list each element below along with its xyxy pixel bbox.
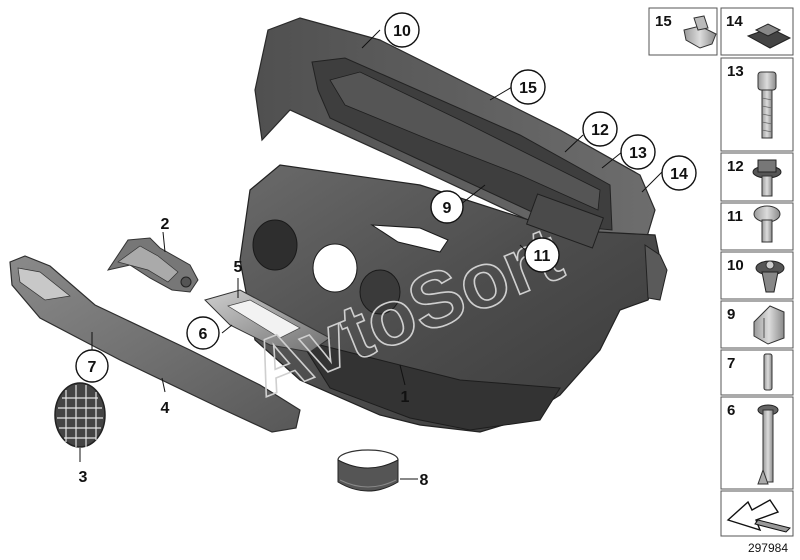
sidebar-label-12: 12 bbox=[727, 158, 744, 175]
callout-label: 14 bbox=[670, 166, 688, 183]
callout-label: 5 bbox=[234, 259, 243, 276]
sidebar-label-15: 15 bbox=[655, 13, 672, 30]
callout-12: 12 bbox=[582, 111, 618, 147]
callout-label: 12 bbox=[591, 122, 609, 139]
pin-icon bbox=[763, 353, 773, 391]
sidebar-label-9: 9 bbox=[727, 306, 735, 323]
callout-15: 15 bbox=[510, 69, 546, 105]
trim-clip-icon bbox=[683, 15, 717, 49]
callout-14: 14 bbox=[661, 155, 697, 191]
callout-7: 7 bbox=[75, 349, 109, 383]
callout-1: 1 bbox=[401, 389, 410, 406]
callout-label: 15 bbox=[519, 80, 537, 97]
sidebar-label-14: 14 bbox=[726, 13, 743, 30]
callout-label: 2 bbox=[161, 216, 170, 233]
decorative-trim-strip bbox=[9, 255, 301, 433]
callout-label: 6 bbox=[199, 326, 208, 343]
callout-label: 4 bbox=[161, 400, 170, 417]
callout-9: 9 bbox=[430, 190, 464, 224]
reference-number: 297984 bbox=[748, 541, 788, 555]
callout-label: 8 bbox=[420, 472, 429, 489]
handle-shell bbox=[204, 289, 331, 353]
callout-label: 1 bbox=[401, 389, 410, 406]
callout-2: 2 bbox=[161, 216, 170, 233]
torx-pan-screw-icon bbox=[753, 205, 781, 243]
callout-6: 6 bbox=[186, 316, 220, 350]
leader-lines bbox=[79, 29, 663, 480]
spring-clip-icon bbox=[753, 305, 785, 345]
callout-label: 3 bbox=[79, 469, 88, 486]
callout-13: 13 bbox=[620, 134, 656, 170]
expanding-rivet-icon bbox=[757, 404, 779, 485]
callout-label: 13 bbox=[629, 145, 647, 162]
callout-3: 3 bbox=[79, 469, 88, 486]
callout-label: 9 bbox=[443, 200, 452, 217]
square-nut-icon bbox=[746, 23, 792, 49]
sealing-ring bbox=[337, 449, 399, 492]
callout-label: 10 bbox=[393, 23, 411, 40]
sidebar-label-7: 7 bbox=[727, 355, 735, 372]
callout-10: 10 bbox=[384, 12, 420, 48]
direction-arrow-icon bbox=[726, 499, 791, 533]
hex-flange-screw-icon bbox=[752, 159, 782, 197]
sidebar-label-10: 10 bbox=[727, 257, 744, 274]
speaker-grille bbox=[54, 382, 106, 448]
callout-5: 5 bbox=[234, 259, 243, 276]
sidebar-label-13: 13 bbox=[727, 63, 744, 80]
sidebar-label-11: 11 bbox=[727, 208, 743, 225]
socket-head-screw-icon bbox=[757, 71, 777, 139]
door-trim-panel bbox=[239, 17, 668, 433]
callout-label: 11 bbox=[534, 248, 551, 265]
parts-sidebar: 15 14 13 12 bbox=[648, 7, 794, 537]
sidebar-label-6: 6 bbox=[727, 402, 735, 419]
callout-label: 7 bbox=[88, 359, 97, 376]
callout-4: 4 bbox=[161, 400, 170, 417]
callout-8: 8 bbox=[420, 472, 429, 489]
door-handle-bracket bbox=[106, 237, 199, 293]
spreading-rivet-icon bbox=[755, 260, 785, 293]
callout-11: 11 bbox=[524, 237, 560, 273]
